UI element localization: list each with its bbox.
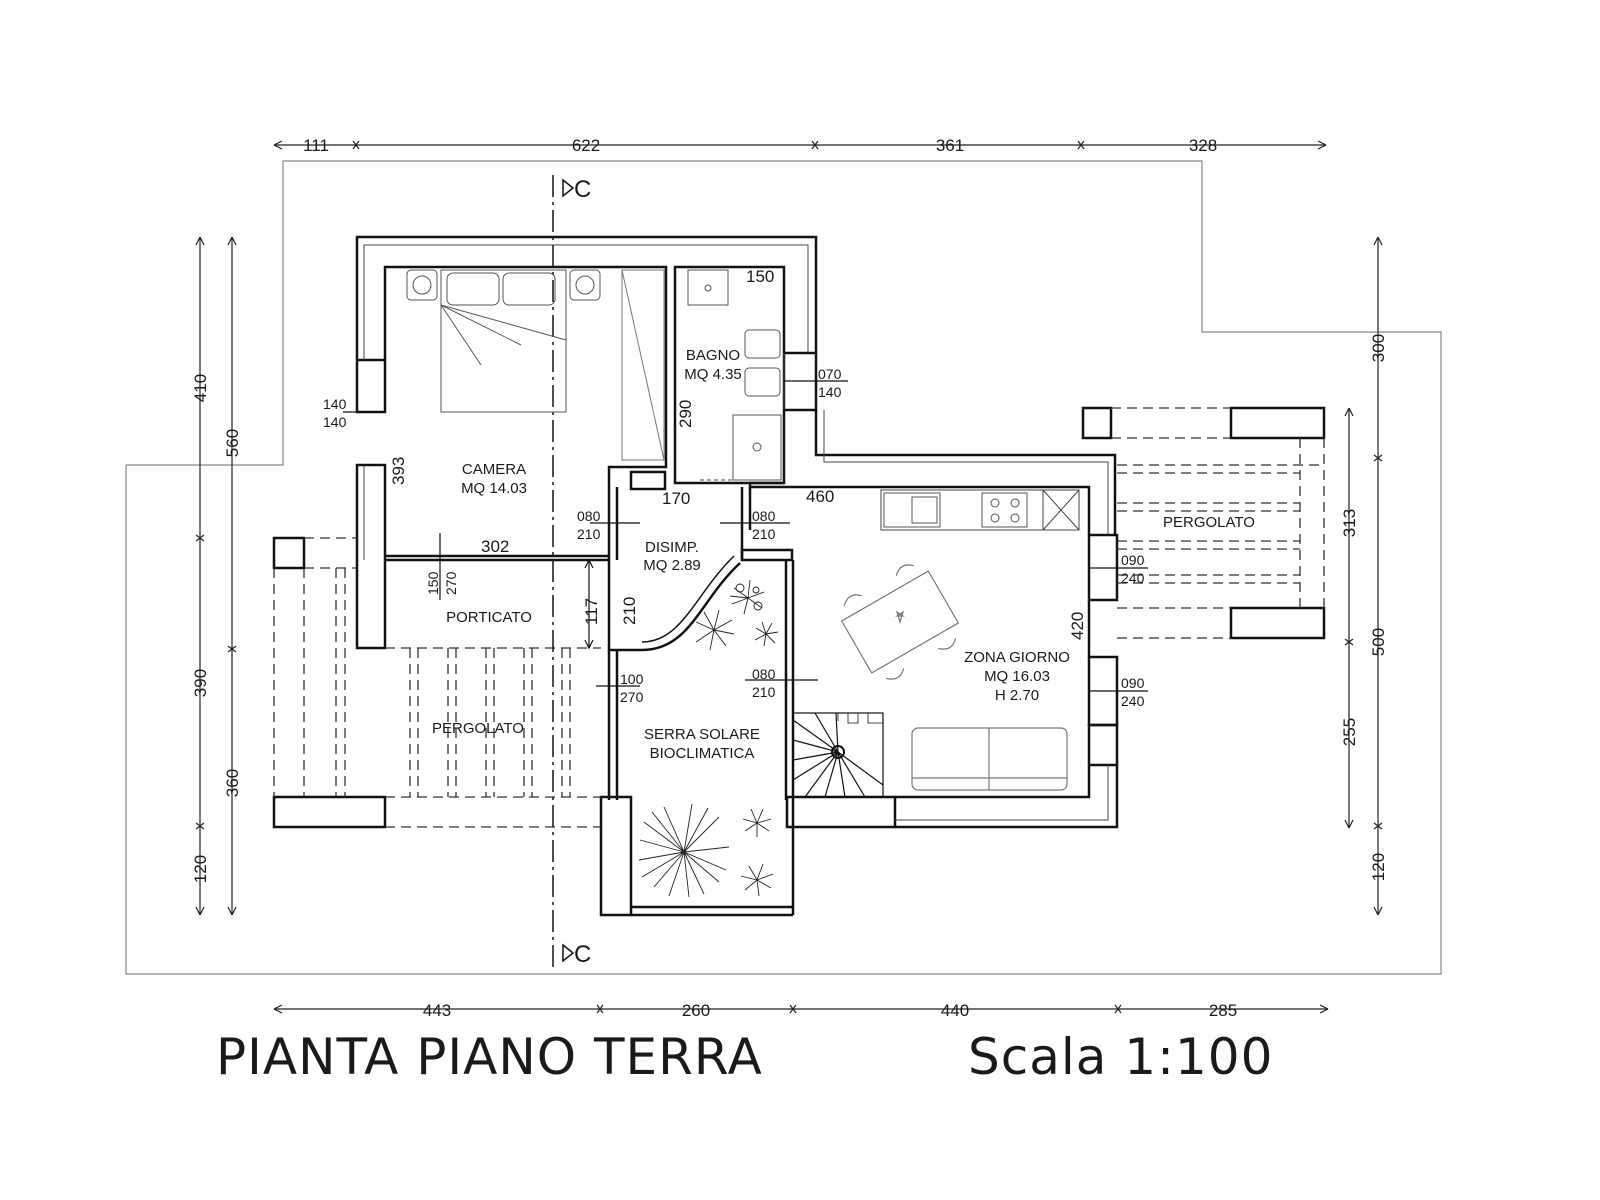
wall-thin-lines [363,244,1109,821]
right-dimension-chains [1344,236,1383,916]
top-dim-3: 361 [936,136,964,155]
bottom-dim-4: 285 [1209,1001,1237,1020]
serra-zona-door-w: 080 [752,666,776,682]
left-dim-360: 360 [223,769,242,797]
camera-area: MQ 14.03 [461,480,527,497]
left-dim-410: 410 [191,374,210,402]
serra-door-w: 100 [620,671,644,687]
bagno-name: BAGNO [686,347,740,364]
right-dim-255: 255 [1340,718,1359,746]
porticato-name: PORTICATO [446,609,532,626]
zona-win-bottom-w: 090 [1121,675,1145,691]
bottom-dim-2: 260 [682,1001,710,1020]
zona-height: H 2.70 [995,687,1039,704]
site-boundary [125,160,1442,975]
pergolato-right-name: PERGOLATO [1163,514,1255,531]
right-dim-313: 313 [1340,509,1359,537]
disimp-left-h: 210 [577,526,601,542]
left-dim-560: 560 [223,429,242,457]
zona-height-dim: 420 [1068,612,1087,640]
dining-table [840,564,960,680]
bagno-area: MQ 4.35 [684,366,742,383]
section-label-bottom: C [574,941,591,968]
zona-win-top-w: 090 [1121,552,1145,568]
disimp-area: MQ 2.89 [643,557,701,574]
section-line [552,175,575,968]
bottom-dim-1: 443 [423,1001,451,1020]
plants [638,579,779,898]
wardrobe [621,269,665,461]
camera-name: CAMERA [462,461,526,478]
portico-door-h: 270 [443,571,459,595]
top-dim-2: 622 [572,136,600,155]
camera-height: 393 [389,457,408,485]
left-dim-390: 390 [191,669,210,697]
bagno-win-w: 070 [818,366,842,382]
zona-area: MQ 16.03 [984,668,1050,685]
camera-win-w: 140 [323,396,347,412]
right-dim-500: 500 [1369,628,1388,656]
right-dim-300: 300 [1369,334,1388,362]
disimp-width: 170 [662,489,690,508]
pergolato-left-name: PERGOLATO [432,720,524,737]
serra-line1: SERRA SOLARE [644,726,760,743]
disimp-left-w: 080 [577,508,601,524]
spiral-stair [792,712,884,798]
disimp-right-w: 080 [752,508,776,524]
top-dimension-chain [273,140,1327,150]
left-dim-120: 120 [191,855,210,883]
kitchen [883,492,1028,528]
pergola-beams [273,407,1325,828]
bottom-dim-3: 440 [941,1001,969,1020]
disimp-name: DISIMP. [645,539,699,556]
zona-name: ZONA GIORNO [964,649,1070,666]
drawing-title: PIANTA PIANO TERRA [216,1028,763,1086]
serra-door-h: 270 [620,689,644,705]
zona-width: 460 [806,487,834,506]
bathroom-fixtures [687,269,782,481]
bottom-dimension-chain [273,1004,1329,1014]
camera-win-h: 140 [323,414,347,430]
zona-win-bottom-h: 240 [1121,693,1145,709]
bagno-win-h: 140 [818,384,842,400]
serra-zona-door-h: 210 [752,684,776,700]
opening-ticks [343,380,1148,692]
zona-win-top-h: 240 [1121,570,1145,586]
section-label-top: C [574,176,591,203]
left-dimension-chains [195,236,237,916]
top-dim-1: 111 [303,136,329,155]
camera-width: 302 [481,537,509,556]
top-dim-4: 328 [1189,136,1217,155]
bagno-width: 150 [746,267,774,286]
drawing-scale: Scala 1:100 [968,1028,1273,1086]
serra-line2: BIOCLIMATICA [650,745,755,762]
portico-door-w: 150 [425,571,441,595]
bed [406,269,601,413]
disimp-right-h: 210 [752,526,776,542]
disimp-height: 210 [620,597,639,625]
sofa [911,727,1068,791]
portico-height: 117 [582,598,601,625]
curved-wall [641,562,741,652]
bagno-height: 290 [676,400,695,428]
right-dim-120: 120 [1369,853,1388,881]
